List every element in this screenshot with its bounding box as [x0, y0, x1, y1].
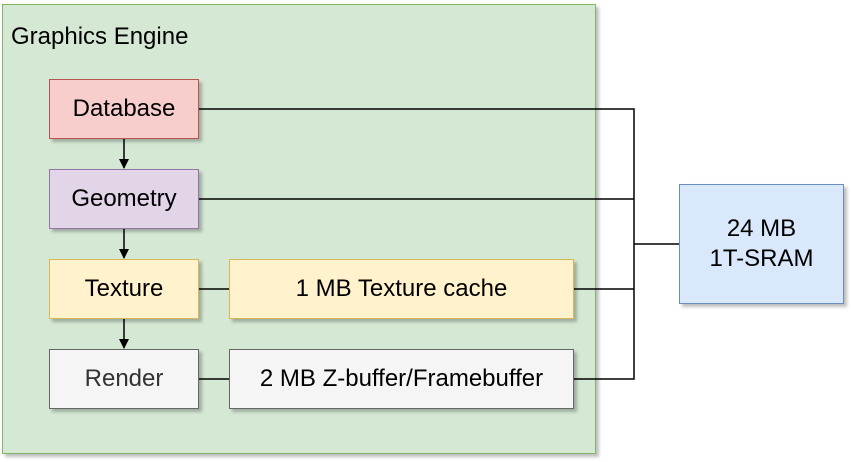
- zbuffer-box: 2 MB Z-buffer/Framebuffer: [229, 349, 574, 409]
- database-box: Database: [49, 79, 199, 139]
- geometry-label: Geometry: [71, 185, 177, 212]
- render-label: Render: [84, 365, 164, 392]
- sram-box: 24 MB 1T-SRAM: [679, 184, 844, 304]
- bus-database: [199, 108, 635, 244]
- sram-size-label: 24 MB: [726, 215, 797, 242]
- texture-box: Texture: [49, 259, 199, 319]
- texture-label: Texture: [84, 275, 164, 302]
- sram-type-label: 1T-SRAM: [709, 245, 814, 272]
- render-box: Render: [49, 349, 199, 409]
- bus-zbuffer: [574, 244, 635, 380]
- texture-cache-label: 1 MB Texture cache: [295, 275, 508, 302]
- texture-cache-box: 1 MB Texture cache: [229, 259, 574, 319]
- geometry-box: Geometry: [49, 169, 199, 229]
- zbuffer-label: 2 MB Z-buffer/Framebuffer: [259, 365, 544, 392]
- container-title: Graphics Engine: [11, 23, 189, 50]
- database-label: Database: [72, 95, 176, 122]
